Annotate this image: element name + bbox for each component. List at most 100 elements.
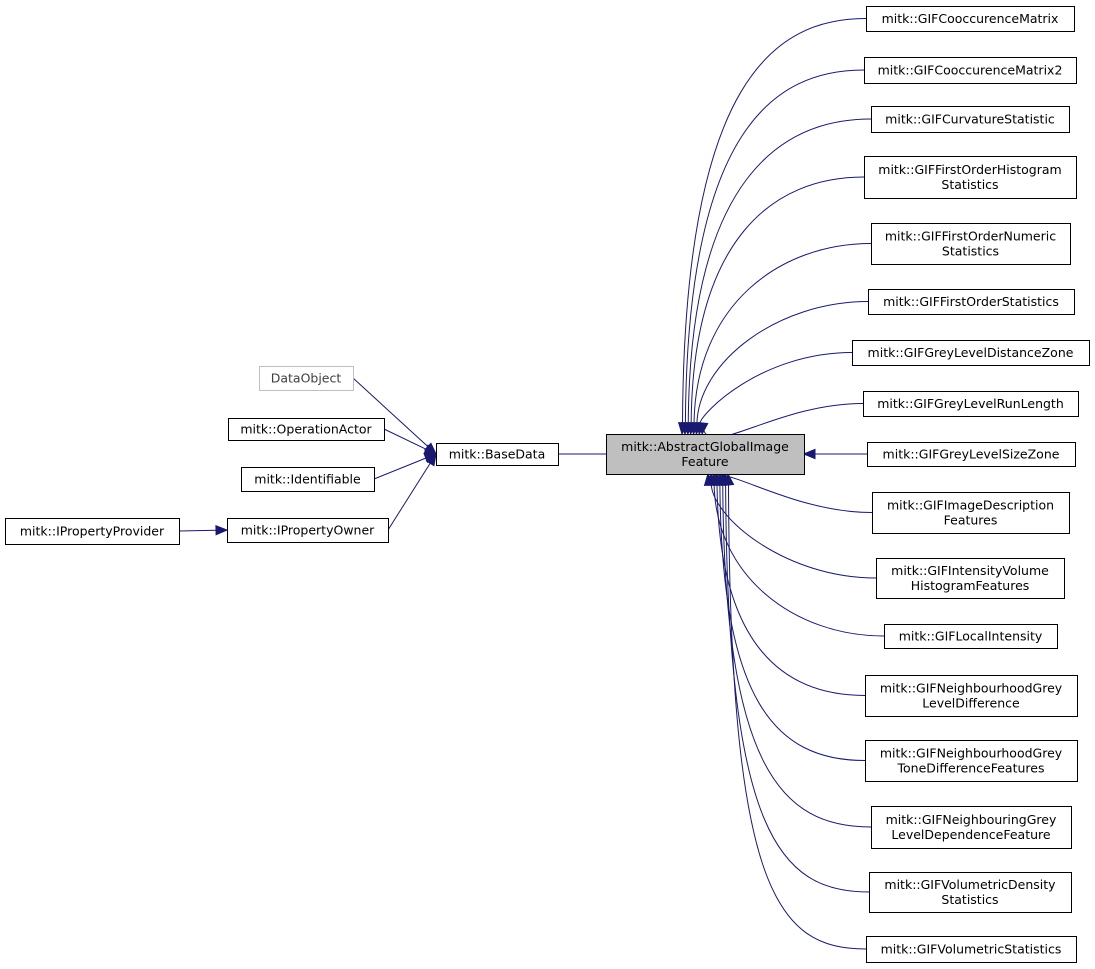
inheritance-edge-iproperty-provider-iproperty-owner	[178, 524, 229, 536]
class-node-gif-cooccurence-matrix2[interactable]: mitk::GIFCooccurenceMatrix2	[864, 57, 1077, 84]
class-node-label: mitk::GIFCooccurenceMatrix	[882, 11, 1059, 26]
class-node-label: LevelDifference	[922, 696, 1020, 711]
class-node-label: mitk::Identifiable	[254, 472, 361, 487]
class-node-box	[241, 467, 375, 492]
edge-line	[707, 474, 873, 513]
inheritance-edge-iproperty-owner-base-data	[387, 452, 437, 531]
class-node-box	[228, 418, 385, 441]
class-node-gif-cooccurence-matrix[interactable]: mitk::GIFCooccurenceMatrix	[866, 6, 1075, 32]
inheritance-edge-abstract-global-image-feature-gif-first-order-statistics	[692, 301, 869, 436]
class-node-identifiable[interactable]: mitk::Identifiable	[241, 467, 375, 492]
edge-line	[710, 483, 877, 579]
edge-line	[713, 483, 885, 637]
class-node-box	[866, 6, 1075, 32]
class-node-base-data[interactable]: mitk::BaseData	[436, 443, 559, 466]
class-node-label: mitk::GIFFirstOrderStatistics	[883, 294, 1059, 309]
inheritance-edge-abstract-global-image-feature-gif-grey-level-size-zone	[802, 448, 867, 460]
class-node-label: mitk::GIFCooccurenceMatrix2	[878, 63, 1063, 78]
inheritance-edge-abstract-global-image-feature-gif-curvature-statistic	[683, 118, 872, 436]
inheritance-edge-abstract-global-image-feature-gif-grey-level-run-length	[698, 403, 864, 438]
class-node-label: mitk::GIFVolumetricDensity	[884, 877, 1056, 892]
class-node-label: mitk::IPropertyProvider	[20, 524, 165, 539]
class-node-box	[876, 558, 1065, 599]
edge-line	[178, 529, 218, 532]
edge-line	[722, 483, 872, 828]
class-node-operation-actor[interactable]: mitk::OperationActor	[228, 418, 385, 441]
class-node-label: mitk::AbstractGlobalImage	[621, 439, 789, 454]
class-node-label: HistogramFeatures	[911, 578, 1030, 593]
class-node-label: mitk::GIFGreyLevelSizeZone	[883, 447, 1060, 462]
class-node-label: mitk::GIFLocalIntensity	[899, 629, 1043, 644]
class-node-gif-grey-level-size-zone[interactable]: mitk::GIFGreyLevelSizeZone	[867, 442, 1076, 467]
class-node-box	[871, 223, 1071, 265]
class-node-gif-first-order-statistics[interactable]: mitk::GIFFirstOrderStatistics	[868, 289, 1075, 315]
edge-arrowhead	[723, 472, 735, 486]
class-node-box	[869, 872, 1072, 913]
class-node-gif-intensity-volume-histogram-features[interactable]: mitk::GIFIntensityVolumeHistogramFeature…	[876, 558, 1065, 599]
inheritance-edge-abstract-global-image-feature-gif-first-order-numeric-statistics	[689, 243, 872, 436]
class-node-gif-neighbourhood-grey-level-difference[interactable]: mitk::GIFNeighbourhoodGreyLevelDifferenc…	[865, 675, 1078, 717]
class-node-iproperty-provider[interactable]: mitk::IPropertyProvider	[5, 518, 180, 545]
class-node-box	[864, 156, 1077, 199]
class-node-box	[259, 366, 354, 391]
edge-line	[696, 301, 869, 425]
class-node-box	[871, 106, 1070, 133]
edge-arrowhead	[215, 524, 229, 536]
class-node-label: mitk::GIFNeighbourhoodGrey	[880, 746, 1063, 761]
class-node-iproperty-owner[interactable]: mitk::IPropertyOwner	[227, 518, 389, 543]
class-node-box	[866, 936, 1077, 963]
class-node-box	[436, 443, 559, 466]
class-node-label: mitk::GIFNeighbourhoodGrey	[880, 681, 1063, 696]
class-node-box	[227, 518, 389, 543]
edge-line	[702, 403, 864, 438]
class-node-gif-local-intensity[interactable]: mitk::GIFLocalIntensity	[884, 624, 1058, 649]
edge-line	[687, 118, 872, 425]
edge-arrowhead	[425, 452, 437, 467]
class-node-box	[868, 289, 1075, 315]
edge-line	[373, 457, 427, 480]
edge-arrowhead	[698, 422, 709, 436]
class-node-box	[863, 391, 1079, 417]
class-node-label: mitk::GIFIntensityVolume	[891, 563, 1049, 578]
class-node-box	[884, 624, 1058, 649]
class-node-gif-volumetric-statistics[interactable]: mitk::GIFVolumetricStatistics	[866, 936, 1077, 963]
edge-line	[719, 483, 866, 761]
class-node-label: Feature	[681, 454, 729, 469]
edge-line	[725, 483, 870, 893]
class-node-gif-grey-level-run-length[interactable]: mitk::GIFGreyLevelRunLength	[863, 391, 1079, 417]
class-node-gif-neighbouring-grey-level-dependence-feature[interactable]: mitk::GIFNeighbouringGreyLevelDependence…	[871, 806, 1072, 849]
class-node-box	[864, 57, 1077, 84]
inheritance-edge-operation-actor-base-data	[383, 428, 438, 455]
class-node-box	[852, 340, 1090, 366]
inheritance-edge-abstract-global-image-feature-gif-cooccurence-matrix	[677, 18, 867, 436]
class-node-box	[865, 740, 1078, 782]
class-node-data-object[interactable]: DataObject	[259, 366, 354, 391]
edge-arrowhead	[802, 448, 816, 460]
inheritance-edge-abstract-global-image-feature-gif-first-order-histogram-statistics	[686, 176, 865, 436]
inheritance-edge-abstract-global-image-feature-gif-grey-level-distance-zone	[695, 352, 853, 436]
edge-line	[690, 176, 865, 425]
edge-line	[352, 377, 429, 448]
class-node-gif-curvature-statistic[interactable]: mitk::GIFCurvatureStatistic	[871, 106, 1070, 133]
class-node-label: mitk::GIFCurvatureStatistic	[885, 112, 1055, 127]
edge-line	[693, 243, 872, 425]
inheritance-edge-abstract-global-image-feature-gif-volumetric-density-statistics	[721, 472, 870, 893]
edge-line	[383, 428, 428, 451]
edge-line	[699, 352, 853, 425]
edge-line	[728, 483, 867, 950]
class-node-gif-neighbourhood-grey-tone-difference-features[interactable]: mitk::GIFNeighbourhoodGreyToneDifference…	[865, 740, 1078, 782]
class-node-label: mitk::GIFGreyLevelDistanceZone	[868, 345, 1074, 360]
class-node-box	[865, 675, 1078, 717]
class-node-gif-grey-level-distance-zone[interactable]: mitk::GIFGreyLevelDistanceZone	[852, 340, 1090, 366]
class-node-label: DataObject	[271, 371, 342, 386]
class-node-label: LevelDependenceFeature	[891, 827, 1051, 842]
class-node-box	[867, 442, 1076, 467]
inheritance-edge-identifiable-base-data	[373, 453, 438, 480]
inheritance-edge-data-object-base-data	[352, 377, 437, 455]
